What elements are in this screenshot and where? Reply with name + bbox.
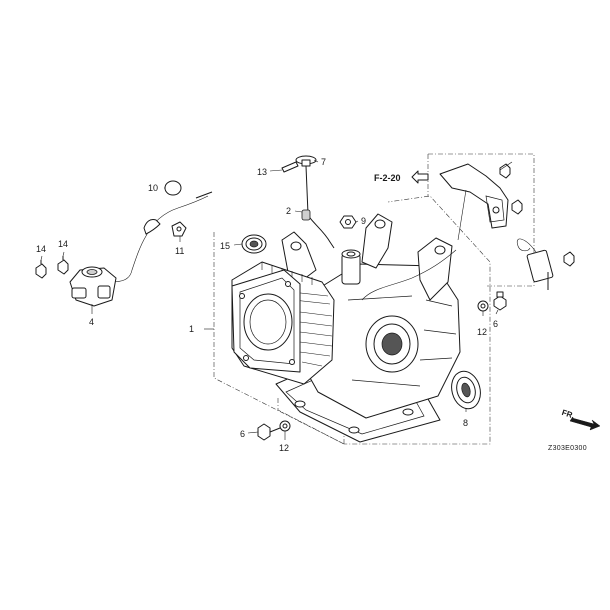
- washer-12-lower: [279, 420, 291, 432]
- callout-12-right: 12: [477, 327, 487, 337]
- reference-pointer: F-2-20: [374, 170, 429, 184]
- oil-seal-8: [451, 370, 481, 410]
- callout-10: 10: [148, 183, 158, 193]
- cylinder-block: [231, 213, 461, 443]
- front-arrow-icon: [569, 417, 601, 431]
- oil-alert-unit: [526, 249, 554, 283]
- reference-arrow-icon: [411, 170, 429, 184]
- callout-4: 4: [89, 317, 94, 327]
- washer-12-right: [477, 300, 489, 312]
- oil-alert-bracket-group: [427, 153, 575, 290]
- oil-seal-15: [241, 234, 267, 254]
- cylinder-bore: [243, 293, 293, 351]
- callout-8: 8: [463, 418, 468, 428]
- diagram-code: Z303E0300: [548, 445, 587, 452]
- callout-13: 13: [257, 167, 267, 177]
- callout-11: 11: [175, 246, 184, 256]
- bolt-14-left: [35, 260, 47, 279]
- mount-ear-right: [417, 237, 453, 301]
- sensor-wire: [361, 249, 457, 301]
- dipstick-assembly: [281, 155, 335, 249]
- bolt-14-right: [57, 256, 69, 275]
- nut-9: [339, 215, 357, 229]
- callout-15: 15: [220, 241, 230, 251]
- leader-lines: [40, 159, 499, 440]
- callout-7: 7: [321, 157, 326, 167]
- callout-9: 9: [361, 216, 366, 226]
- callout-1: 1: [189, 324, 194, 334]
- switch-wire: [109, 195, 209, 283]
- callout-6-lower: 6: [240, 429, 245, 439]
- o-ring-10: [164, 180, 182, 196]
- mount-ear-upper: [361, 213, 393, 269]
- front-direction-indicator: FR.: [561, 408, 601, 431]
- dipstick-clip-13: [281, 161, 299, 173]
- bolt-6-lower: [257, 423, 281, 441]
- callouts: 1 2 4 6 6 7 8 9 10 11 12 12 13 14 14 15: [36, 157, 498, 453]
- callout-2: 2: [286, 206, 291, 216]
- reference-label: F-2-20: [374, 173, 401, 183]
- oil-level-switch-4: [69, 191, 213, 307]
- alert-bracket: [439, 163, 509, 229]
- callout-12-lower: 12: [279, 443, 289, 453]
- washer-11: [171, 221, 187, 237]
- callout-14-left: 14: [36, 244, 46, 254]
- callout-14-right: 14: [58, 239, 68, 249]
- callout-6-right: 6: [493, 319, 498, 329]
- direction-label: FR.: [561, 408, 576, 421]
- bolt-6-right: [493, 291, 507, 311]
